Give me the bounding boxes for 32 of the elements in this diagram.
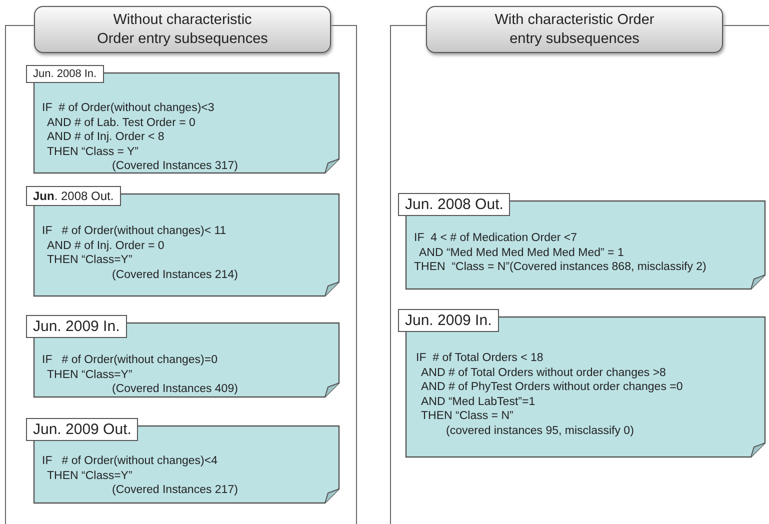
date-tab: Jun. 2009 Out. [26,418,138,441]
panel-heading: Without characteristic Order entry subsequences [34,6,331,53]
rule-line: AND # of Inj. Order < 8 [46,130,166,144]
rule-line: IF 4 < # of Medication Order <7 [414,231,578,246]
rule-line: THEN “Class = N” [420,409,514,424]
rule-line: THEN “Class=Y” [46,253,134,268]
date-tab: Jun. 2008 Out. [26,186,121,206]
date-tab: Jun. 2009 In. [26,315,127,338]
rule-line: (covered instances 95, misclassify 0) [445,424,635,438]
rule-line: IF # of Order(without changes)< 11 [42,224,228,238]
rule-line: (Covered Instances 317) [111,159,238,174]
date-tab: Jun. 2008 Out. [398,193,510,216]
date-tab: Jun. 2009 In. [398,309,499,332]
rule-line: IF # of Order(without changes)<3 [42,101,216,116]
rule-line: THEN “Class=Y” [46,368,134,382]
rule-line: AND “Med Med Med Med Med Med” = 1 [418,246,625,260]
rule-line: (Covered Instances 409) [111,382,238,396]
date-tab: Jun. 2008 In. [26,65,104,83]
rule-line: AND “Med LabTest”=1 [420,394,536,409]
rule-line: IF # of Total Orders < 18 [416,351,544,366]
rule-line: THEN “Class=Y” [46,468,134,483]
rule-line: AND # of Lab. Test Order = 0 [46,116,196,130]
panel-heading: With characteristic Order entry subsequences [426,6,723,53]
rule-line: IF # of Order(without changes)=0 [42,353,218,368]
rule-line: THEN “Class = Y” [46,144,140,159]
rule-line: AND # of Inj. Order = 0 [46,238,166,253]
rule-line: (Covered Instances 217) [111,483,238,498]
rule-line: (Covered Instances 214) [111,268,238,282]
rule-line: AND # of PhyTest Orders without order changes =0 [420,380,683,394]
rule-line: THEN “Class = N”(Covered instances 868, misclassify 2) [414,260,706,274]
rule-line: IF # of Order(without changes)<4 [42,454,218,468]
rule-line: AND # of Total Orders without order changes >8 [420,366,667,380]
